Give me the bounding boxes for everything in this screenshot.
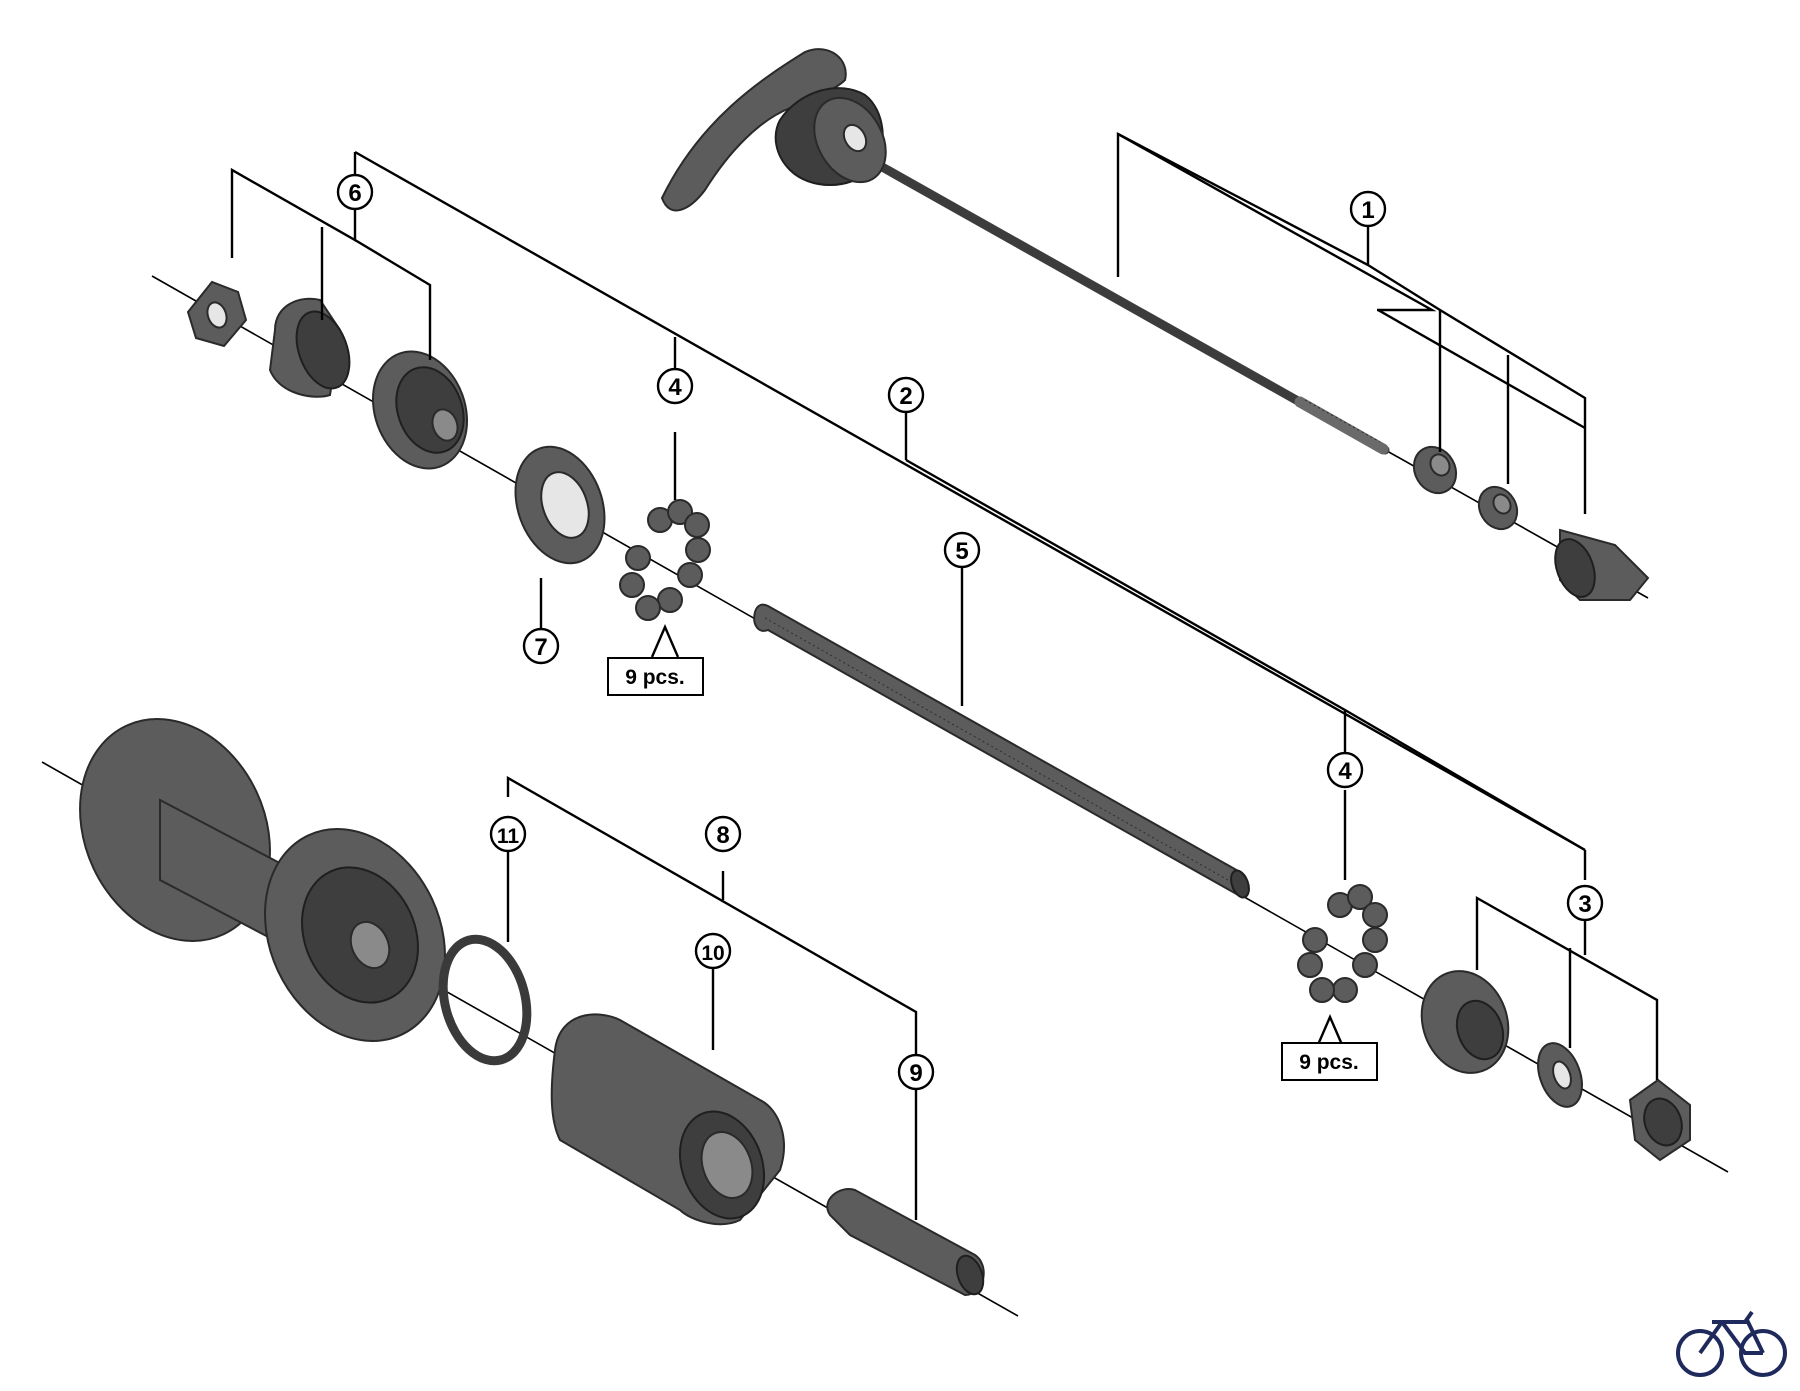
callout-4-upper: 4 xyxy=(656,367,694,405)
quick-release-skewer xyxy=(660,48,1390,455)
svg-text:9: 9 xyxy=(909,1060,922,1087)
hub-shell xyxy=(79,718,446,1042)
skewer-spring-1 xyxy=(1412,445,1458,495)
ball-bearing-set-upper xyxy=(619,499,711,621)
freehub-fixing-bolt xyxy=(826,1188,985,1297)
bracket-6-2 xyxy=(230,150,1587,880)
axle xyxy=(753,603,1250,899)
callout-10: 10 xyxy=(694,932,732,970)
callout-1: 1 xyxy=(1349,190,1387,228)
svg-text:7: 7 xyxy=(534,634,547,661)
cone-right xyxy=(1420,970,1510,1074)
svg-text:1: 1 xyxy=(1361,197,1374,224)
svg-text:9 pcs.: 9 pcs. xyxy=(625,666,685,689)
svg-text:3: 3 xyxy=(1578,891,1591,918)
bracket-1 xyxy=(1116,131,1587,514)
qty-pointer-lower xyxy=(1315,1013,1345,1048)
lock-nut-left xyxy=(186,280,248,348)
bicycle-icon xyxy=(1676,1310,1787,1377)
svg-text:2: 2 xyxy=(899,383,912,410)
quantity-box-upper: 9 pcs. xyxy=(607,657,704,696)
callout-5: 5 xyxy=(943,531,981,569)
cone-left xyxy=(371,350,469,470)
dust-cap xyxy=(514,445,606,565)
svg-text:4: 4 xyxy=(668,374,682,401)
callout-2: 2 xyxy=(887,376,925,414)
callout-4-lower: 4 xyxy=(1326,751,1364,789)
svg-text:5: 5 xyxy=(955,538,968,565)
callout-11: 11 xyxy=(489,815,527,853)
svg-text:9 pcs.: 9 pcs. xyxy=(1299,1051,1359,1074)
svg-text:10: 10 xyxy=(701,942,724,965)
callout-9: 9 xyxy=(897,1053,935,1091)
svg-text:6: 6 xyxy=(348,180,361,207)
skewer-adjusting-nut xyxy=(1554,528,1650,601)
qty-pointer-upper xyxy=(650,623,680,658)
skewer-spring-2 xyxy=(1477,485,1519,531)
freehub-o-ring xyxy=(438,934,532,1066)
lock-nut-right xyxy=(1628,1078,1691,1162)
washer-right xyxy=(1537,1042,1583,1108)
ball-bearing-set-lower xyxy=(1297,884,1388,1003)
callout-3: 3 xyxy=(1566,884,1604,922)
svg-text:4: 4 xyxy=(1338,758,1352,785)
freehub-body xyxy=(550,1013,785,1226)
callout-7: 7 xyxy=(522,627,560,665)
bracket-3 xyxy=(1475,895,1659,1080)
quantity-box-lower: 9 pcs. xyxy=(1281,1042,1378,1081)
callout-8: 8 xyxy=(704,815,742,853)
bracket-8 xyxy=(506,775,918,1220)
callout-6: 6 xyxy=(336,173,374,211)
svg-text:11: 11 xyxy=(497,825,520,848)
spacer-left xyxy=(268,297,351,398)
svg-text:8: 8 xyxy=(716,822,729,849)
